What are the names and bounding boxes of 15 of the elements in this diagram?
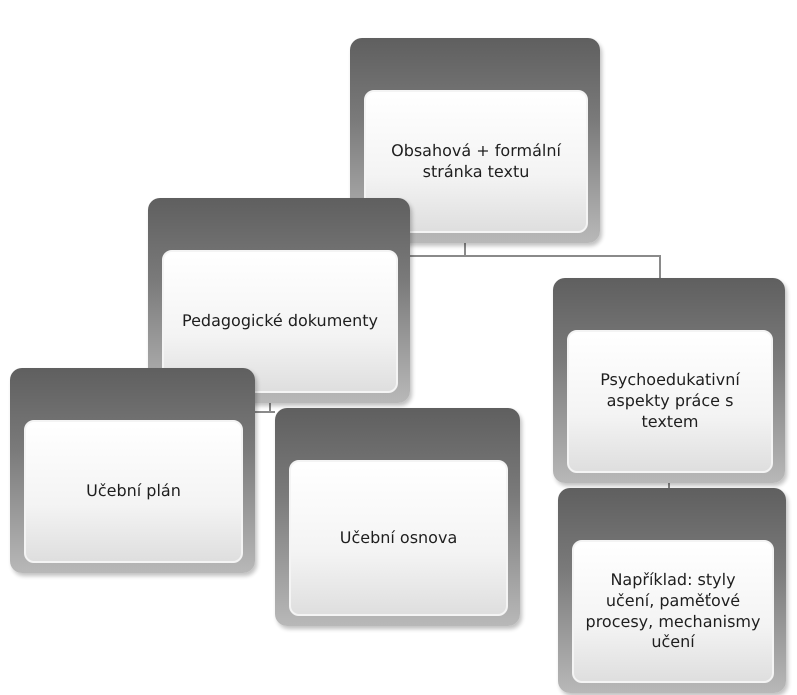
box-label: Učební plán xyxy=(24,420,243,563)
box-label: Psychoedukativní aspekty práce s textem xyxy=(567,330,773,473)
box-label: Obsahová + formální stránka textu xyxy=(364,90,588,233)
box-label: Pedagogické dokumenty xyxy=(162,250,398,393)
tilted-box xyxy=(275,408,520,626)
tilted-box xyxy=(553,278,785,483)
box-label: Například: styly učení, paměťové procesy, mechanismy učení xyxy=(572,540,774,683)
connector-line xyxy=(668,483,670,488)
tilted-box xyxy=(148,198,410,403)
connector-line xyxy=(269,403,275,413)
tilted-box xyxy=(558,488,786,693)
connector-line xyxy=(464,243,661,278)
tilted-box xyxy=(10,368,255,573)
tilted-box xyxy=(350,38,600,243)
box-label: Učební osnova xyxy=(289,460,508,616)
